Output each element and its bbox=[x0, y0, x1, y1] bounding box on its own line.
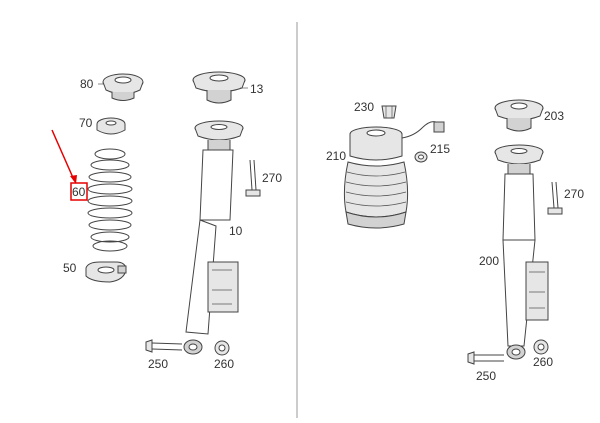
highlight-arrow-head bbox=[70, 175, 77, 184]
label-230: 230 bbox=[354, 100, 374, 114]
air-spring-210[interactable] bbox=[343, 121, 445, 229]
label-260-left: 260 bbox=[214, 357, 234, 371]
coil-spring-60[interactable] bbox=[87, 148, 133, 252]
label-270-right: 270 bbox=[564, 187, 584, 201]
highlight-arrow bbox=[51, 129, 75, 181]
label-13: 13 bbox=[250, 82, 264, 96]
label-210: 210 bbox=[326, 149, 346, 163]
label-260-right: 260 bbox=[533, 355, 553, 369]
spring-pad-lower-50[interactable] bbox=[85, 261, 127, 283]
label-270-left: 270 bbox=[262, 171, 282, 185]
label-80: 80 bbox=[80, 77, 94, 91]
air-shock-absorber-200[interactable] bbox=[494, 144, 549, 360]
label-215: 215 bbox=[430, 142, 450, 156]
highlight-box bbox=[70, 182, 88, 201]
label-50: 50 bbox=[63, 261, 77, 275]
air-valve-230[interactable] bbox=[381, 105, 397, 119]
lower-bolt-right-250[interactable] bbox=[467, 351, 504, 365]
lower-nut-right-260[interactable] bbox=[533, 339, 549, 355]
top-mount-203[interactable] bbox=[494, 99, 544, 132]
bolt-left-270[interactable] bbox=[245, 159, 261, 197]
label-250-right: 250 bbox=[476, 369, 496, 383]
connector-215[interactable] bbox=[414, 151, 428, 163]
spring-pad-upper-70[interactable] bbox=[96, 117, 126, 135]
shock-top-mount-13[interactable] bbox=[192, 71, 246, 104]
bolt-right-270[interactable] bbox=[547, 181, 563, 215]
spring-top-mount-80[interactable] bbox=[102, 73, 144, 101]
label-10: 10 bbox=[229, 224, 243, 238]
label-203: 203 bbox=[544, 109, 564, 123]
lower-nut-left-260[interactable] bbox=[214, 340, 230, 356]
label-250-left: 250 bbox=[148, 357, 168, 371]
label-200: 200 bbox=[479, 254, 499, 268]
label-70: 70 bbox=[79, 116, 93, 130]
lower-bolt-left-250[interactable] bbox=[145, 339, 183, 353]
shock-absorber-10[interactable] bbox=[183, 120, 244, 355]
label-60: 60 bbox=[72, 185, 86, 199]
